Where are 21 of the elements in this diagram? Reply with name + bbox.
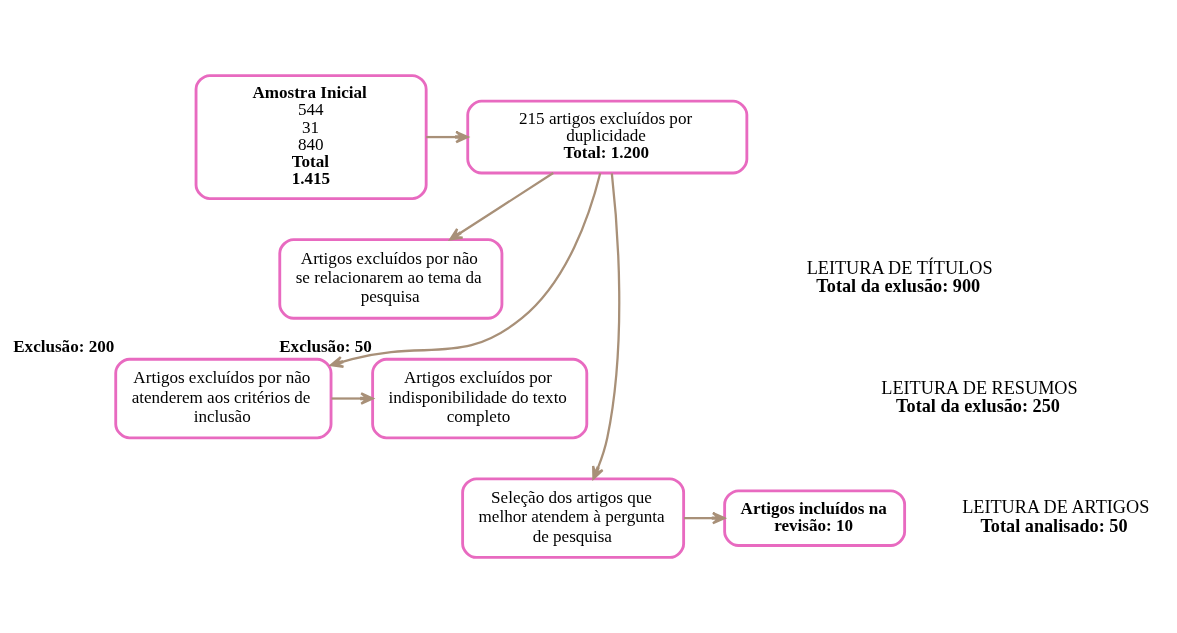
arrow <box>683 511 726 525</box>
label: Total da exlusão: 900 <box>816 276 981 297</box>
label: LEITURA DE RESUMOS <box>881 377 1078 398</box>
arrow <box>426 130 469 144</box>
node-label: Exclusão: 200 <box>13 337 115 357</box>
node-box: Seleção dos artigos que melhor atendem à pergunta de pesquisa <box>461 477 686 559</box>
arrow <box>449 172 554 241</box>
label: LEITURA DE TÍTULOS <box>806 258 993 279</box>
node-box: Artigos excluídos por indisponibilidade do texto completo <box>371 357 589 440</box>
label: Total da exlusão: 250 <box>896 395 1060 416</box>
node-box: Artigos incluídos na revisão: 10 <box>723 489 907 547</box>
node-box: Amostra Inicial 544 31 840 Total 1.415 <box>194 74 428 200</box>
arrow <box>329 173 602 369</box>
node-box: 215 artigos excluídos por duplicidade Total: 1.200 <box>466 99 749 175</box>
arrow <box>331 392 374 405</box>
node-box: Artigos excluídos por não atenderem aos critérios de inclusão <box>114 357 333 440</box>
label: Total analisado: 50 <box>980 515 1128 536</box>
label: LEITURA DE ARTIGOS <box>962 497 1150 518</box>
arrow <box>592 173 621 480</box>
node-label: Exclusão: 50 <box>279 337 372 357</box>
node-box: Artigos excluídos por não se relacionarem ao tema da pesquisa <box>278 238 504 320</box>
